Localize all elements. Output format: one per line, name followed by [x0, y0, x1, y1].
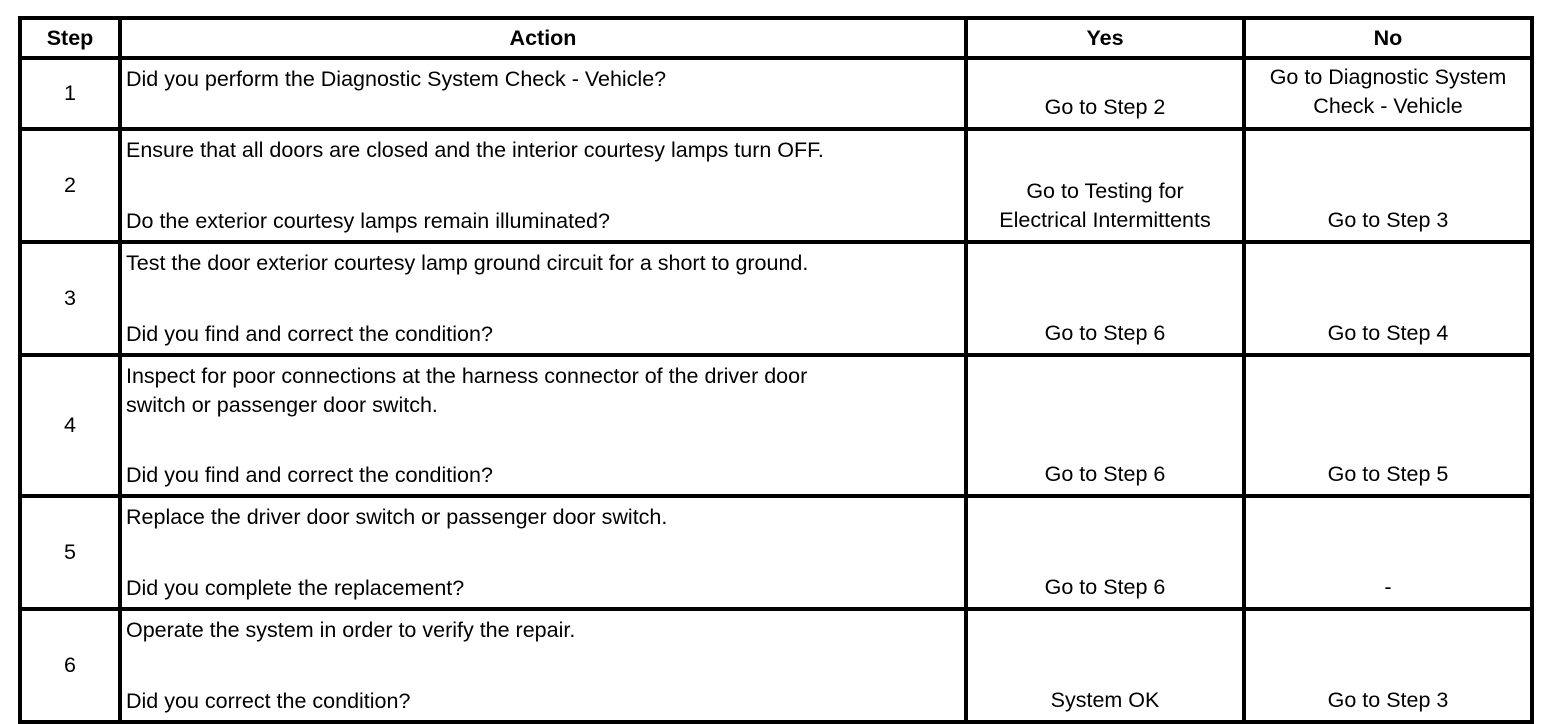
- no-result-line: Go to Step 5: [1327, 462, 1449, 486]
- action-instruction: Replace the driver door switch or passen…: [126, 503, 960, 532]
- header-yes: Yes: [964, 16, 1246, 60]
- action-cell: Test the door exterior courtesy lamp gro…: [118, 240, 968, 357]
- yes-result-line: Go to Step 2: [1044, 95, 1166, 119]
- no-result-line: -: [1384, 575, 1392, 599]
- no-result-line: Go to Diagnostic System: [1269, 65, 1507, 89]
- table-header-row: Step Action Yes No: [18, 16, 1534, 60]
- diagnostic-steps-table: Step Action Yes No 1 Did you perform the…: [18, 16, 1534, 724]
- table-row: 3 Test the door exterior courtesy lamp g…: [18, 240, 1534, 357]
- yes-cell: Go to Step 2: [964, 56, 1246, 131]
- no-result-line: Check - Vehicle: [1313, 94, 1463, 118]
- diagnostic-table-container: Step Action Yes No 1 Did you perform the…: [18, 16, 1534, 724]
- yes-result-line: Go to Step 6: [1044, 462, 1166, 486]
- action-text-line: Operate the system in order to verify th…: [126, 618, 576, 642]
- action-question: Do the exterior courtesy lamps remain il…: [126, 209, 610, 233]
- yes-result-line: System OK: [1050, 688, 1160, 712]
- action-instruction: Did you perform the Diagnostic System Ch…: [126, 65, 960, 94]
- no-result-line: Go to Step 3: [1327, 208, 1449, 232]
- no-result-line: Go to Step 3: [1327, 688, 1449, 712]
- action-cell: Did you perform the Diagnostic System Ch…: [118, 56, 968, 131]
- no-cell: -: [1242, 494, 1534, 611]
- step-number: 3: [18, 240, 122, 357]
- action-question: Did you find and correct the condition?: [126, 463, 493, 487]
- action-cell: Replace the driver door switch or passen…: [118, 494, 968, 611]
- yes-cell: Go to Step 6: [964, 240, 1246, 357]
- action-text-line: Test the door exterior courtesy lamp gro…: [126, 251, 809, 275]
- action-text-line: Replace the driver door switch or passen…: [126, 505, 668, 529]
- action-instruction: Inspect for poor connections at the harn…: [126, 362, 960, 420]
- action-cell: Operate the system in order to verify th…: [118, 607, 968, 724]
- step-number: 5: [18, 494, 122, 611]
- no-cell: Go to Step 5: [1242, 353, 1534, 498]
- step-number: 1: [18, 56, 122, 131]
- header-action: Action: [118, 16, 968, 60]
- table-row: 1 Did you perform the Diagnostic System …: [18, 56, 1534, 131]
- header-no: No: [1242, 16, 1534, 60]
- header-step: Step: [18, 16, 122, 60]
- yes-result-line: Go to Step 6: [1044, 321, 1166, 345]
- action-text-line: Did you perform the Diagnostic System Ch…: [126, 67, 667, 91]
- yes-result-line: Go to Step 6: [1044, 575, 1166, 599]
- no-result-line: Go to Step 4: [1327, 321, 1449, 345]
- action-instruction: Test the door exterior courtesy lamp gro…: [126, 249, 960, 278]
- yes-cell: Go to Step 6: [964, 494, 1246, 611]
- step-number: 2: [18, 127, 122, 244]
- action-question: Did you correct the condition?: [126, 689, 411, 713]
- yes-cell: Go to Testing for Electrical Intermitten…: [964, 127, 1246, 244]
- no-cell: Go to Diagnostic System Check - Vehicle: [1242, 56, 1534, 131]
- action-text-line: switch or passenger door switch.: [126, 393, 438, 417]
- action-question: Did you complete the replacement?: [126, 576, 465, 600]
- action-text-line: Ensure that all doors are closed and the…: [126, 138, 824, 162]
- no-cell: Go to Step 3: [1242, 607, 1534, 724]
- table-row: 5 Replace the driver door switch or pass…: [18, 494, 1534, 611]
- yes-result-line: Go to Testing for: [1026, 179, 1184, 203]
- step-number: 6: [18, 607, 122, 724]
- table-row: 2 Ensure that all doors are closed and t…: [18, 127, 1534, 244]
- action-cell: Ensure that all doors are closed and the…: [118, 127, 968, 244]
- table-row: 4 Inspect for poor connections at the ha…: [18, 353, 1534, 498]
- no-cell: Go to Step 4: [1242, 240, 1534, 357]
- action-instruction: Ensure that all doors are closed and the…: [126, 136, 960, 165]
- yes-cell: System OK: [964, 607, 1246, 724]
- action-instruction: Operate the system in order to verify th…: [126, 616, 960, 645]
- table-row: 6 Operate the system in order to verify …: [18, 607, 1534, 724]
- action-question: Did you find and correct the condition?: [126, 322, 493, 346]
- action-cell: Inspect for poor connections at the harn…: [118, 353, 968, 498]
- yes-result-line: Electrical Intermittents: [999, 208, 1211, 232]
- action-text-line: Inspect for poor connections at the harn…: [126, 364, 808, 388]
- no-cell: Go to Step 3: [1242, 127, 1534, 244]
- step-number: 4: [18, 353, 122, 498]
- yes-cell: Go to Step 6: [964, 353, 1246, 498]
